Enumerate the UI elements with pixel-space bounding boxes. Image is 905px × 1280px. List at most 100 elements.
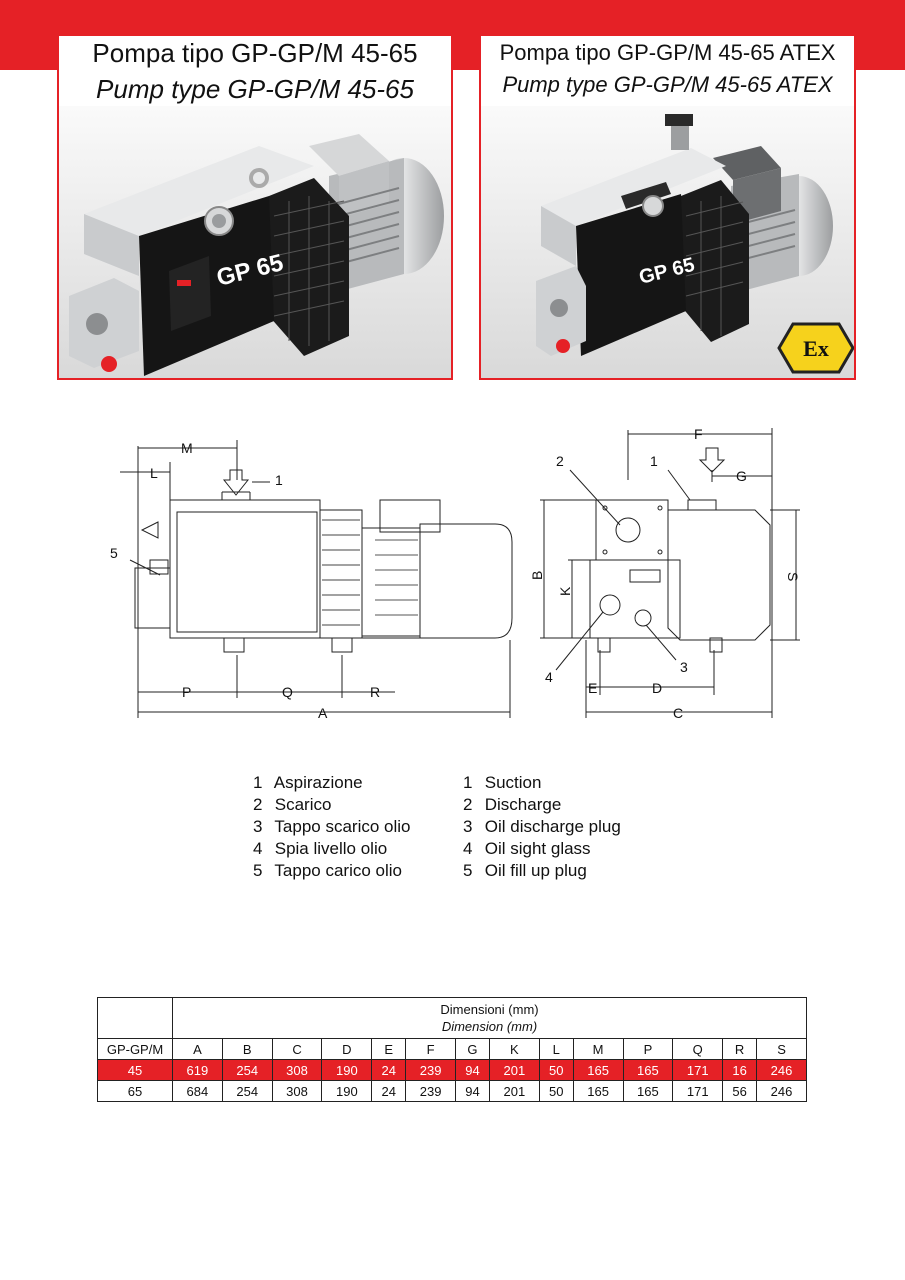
table-cell: 16	[722, 1059, 758, 1081]
legend-english: 1 Suction 2 Discharge 3 Oil discharge pl…	[463, 772, 621, 882]
callout-1-side: 1	[275, 472, 283, 488]
table-cell: 201	[488, 1080, 540, 1102]
table-cell: 308	[271, 1080, 323, 1102]
pump-image-atex: GP 65 Ex	[481, 106, 854, 378]
product-card-standard: Pompa tipo GP-GP/M 45-65 Pump type GP-GP…	[57, 34, 453, 380]
legend-item: 1 Suction	[463, 773, 542, 792]
dim-label-r: R	[370, 684, 380, 700]
table-cell: 171	[672, 1080, 724, 1102]
column-header: P	[622, 1038, 674, 1060]
column-header: C	[271, 1038, 323, 1060]
table-header-row: GP-GP/M A B C D E F G K L M P Q R S	[97, 1038, 807, 1060]
dim-label-k: K	[557, 586, 573, 596]
table-cell: 254	[221, 1059, 273, 1081]
legend-item: 3 Oil discharge plug	[463, 817, 621, 836]
table-cell: 50	[538, 1059, 574, 1081]
column-header: K	[488, 1038, 540, 1060]
table-title-row: Dimensioni (mm) Dimension (mm)	[97, 997, 807, 1039]
column-header: R	[722, 1038, 758, 1060]
callout-4: 4	[545, 669, 553, 685]
column-header-model: GP-GP/M	[97, 1038, 173, 1060]
card-title-it-atex: Pompa tipo GP-GP/M 45-65 ATEX	[499, 40, 836, 65]
table-cell: 165	[572, 1059, 624, 1081]
table-corner-cell	[97, 997, 173, 1039]
table-cell: 165	[572, 1080, 624, 1102]
table-cell: 308	[271, 1059, 323, 1081]
dim-label-d: D	[652, 680, 662, 696]
atex-mark-text: Ex	[803, 336, 829, 361]
table-cell-model: 45	[97, 1059, 173, 1081]
legend-item: 5 Oil fill up plug	[463, 861, 587, 880]
column-header: D	[321, 1038, 373, 1060]
table-cell: 165	[622, 1059, 674, 1081]
product-card-atex: Pompa tipo GP-GP/M 45-65 ATEX Pump type …	[479, 34, 856, 380]
side-view-labels: M L 1 5 P Q R A	[110, 440, 380, 721]
table-row: 45 619 254 308 190 24 239 94 201 50 165 …	[97, 1059, 807, 1081]
dim-label-q: Q	[282, 684, 293, 700]
front-view-labels: F 2 1 G B K S 4 3 E D C	[529, 426, 801, 721]
table-cell: 254	[221, 1080, 273, 1102]
table-cell: 619	[172, 1059, 223, 1081]
table-cell: 24	[371, 1059, 407, 1081]
dim-label-a: A	[318, 705, 328, 721]
technical-drawing: M L 1 5 P Q R A F 2 1 G B K S 4 3 E D C	[110, 426, 801, 721]
legend-item: 1 Aspirazione	[253, 773, 363, 792]
legend-item: 4 Oil sight glass	[463, 839, 591, 858]
legend-item: 3 Tappo scarico olio	[253, 817, 411, 836]
dim-label-p: P	[182, 684, 191, 700]
dimensions-table: Dimensioni (mm) Dimension (mm) GP-GP/M A…	[97, 997, 807, 1102]
legend-item: 5 Tappo carico olio	[253, 861, 402, 880]
callout-1-front: 1	[650, 453, 658, 469]
column-header: G	[455, 1038, 490, 1060]
callout-3: 3	[680, 659, 688, 675]
table-cell-model: 65	[97, 1080, 173, 1102]
table-cell: 94	[455, 1059, 490, 1081]
side-view	[120, 440, 513, 718]
table-cell: 190	[321, 1059, 373, 1081]
column-header: L	[538, 1038, 574, 1060]
dim-label-c: C	[673, 705, 683, 721]
column-header: Q	[672, 1038, 724, 1060]
dim-label-l: L	[150, 465, 158, 481]
table-cell: 94	[455, 1080, 490, 1102]
legend-item: 4 Spia livello olio	[253, 839, 388, 858]
table-title-en: Dimension (mm)	[441, 1019, 538, 1034]
column-header: E	[371, 1038, 407, 1060]
callout-5: 5	[110, 545, 118, 561]
table-cell: 171	[672, 1059, 724, 1081]
dim-label-m: M	[181, 440, 193, 456]
dim-label-g: G	[736, 468, 747, 484]
table-cell: 239	[405, 1080, 456, 1102]
dim-label-e: E	[588, 680, 597, 696]
column-header: A	[172, 1038, 223, 1060]
column-header: F	[405, 1038, 456, 1060]
table-cell: 246	[756, 1059, 807, 1081]
table-cell: 50	[538, 1080, 574, 1102]
callout-2: 2	[556, 453, 564, 469]
table-cell: 201	[488, 1059, 540, 1081]
column-header: M	[572, 1038, 624, 1060]
legend-item: 2 Scarico	[253, 795, 332, 814]
column-header: S	[756, 1038, 807, 1060]
table-title-it: Dimensioni (mm)	[440, 1002, 539, 1017]
atex-mark-icon	[777, 322, 854, 374]
table-title: Dimensioni (mm) Dimension (mm)	[172, 997, 807, 1039]
table-cell: 246	[756, 1080, 807, 1102]
front-view	[540, 428, 800, 718]
table-cell: 190	[321, 1080, 373, 1102]
pump-image-standard: GP 65	[59, 106, 451, 378]
legend-item: 2 Discharge	[463, 795, 562, 814]
card-title-it: Pompa tipo GP-GP/M 45-65	[92, 38, 418, 68]
table-cell: 165	[622, 1080, 674, 1102]
table-cell: 239	[405, 1059, 456, 1081]
table-cell: 684	[172, 1080, 223, 1102]
dim-label-s: S	[785, 572, 801, 581]
column-header: B	[221, 1038, 273, 1060]
table-cell: 56	[722, 1080, 758, 1102]
dim-label-f: F	[694, 426, 703, 442]
dim-label-b: B	[529, 571, 545, 580]
card-title-en-atex: Pump type GP-GP/M 45-65 ATEX	[502, 72, 833, 97]
table-row: 65 684 254 308 190 24 239 94 201 50 165 …	[97, 1080, 807, 1102]
table-cell: 24	[371, 1080, 407, 1102]
card-title-en: Pump type GP-GP/M 45-65	[96, 74, 414, 104]
